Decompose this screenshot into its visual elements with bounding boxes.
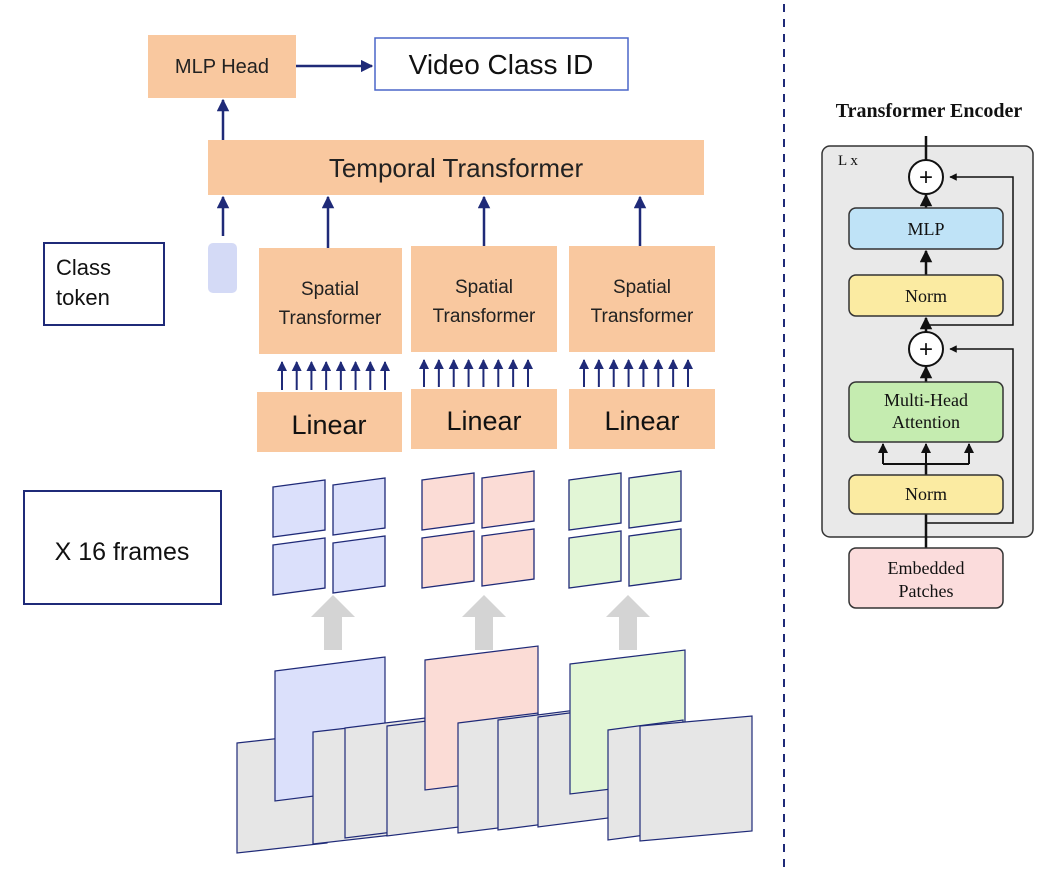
frame-gray-9 — [639, 715, 753, 842]
patch-2-1-1 — [421, 472, 475, 531]
embedded-patches-line1: Embedded — [888, 558, 965, 578]
embedded-patches-box — [848, 547, 1004, 609]
linear2-label: Linear — [446, 406, 521, 436]
encoder-norm-top-label: Norm — [905, 286, 947, 306]
encoder-title: Transformer Encoder — [836, 100, 1023, 122]
patch-1-2-1 — [272, 537, 326, 596]
patch-3-2-2 — [628, 528, 682, 587]
video-class-id-box — [374, 37, 629, 91]
spatial-transformer-3: Spatial Transformer — [569, 246, 715, 352]
patch-2-2-1 — [421, 530, 475, 589]
frames-label-box — [23, 490, 222, 605]
residual-add-bottom — [908, 331, 944, 367]
patch-1-1-2 — [332, 477, 386, 536]
mlp-head-label: MLP Head — [175, 56, 269, 78]
spatial3-line2: Transformer — [591, 306, 694, 327]
patch-3-1-1 — [568, 472, 622, 531]
spatial-transformer-1: Spatial Transformer — [259, 248, 402, 354]
encoder-norm-top-box — [848, 274, 1004, 317]
linear-3: Linear — [569, 389, 715, 449]
embedded-patches-line2: Patches — [899, 581, 954, 601]
linear3-label: Linear — [604, 406, 679, 436]
residual-add-top — [908, 159, 944, 195]
residual-1 — [926, 345, 1014, 524]
patch-1-1-1 — [272, 479, 326, 538]
spatial3-line1: Spatial — [613, 277, 671, 298]
patch-1-2-2 — [332, 535, 386, 594]
residual-add-top-label: + — [919, 164, 933, 191]
patch-2-2-2 — [481, 528, 535, 587]
linear-2: Linear — [411, 389, 557, 449]
video-class-id-label: Video Class ID — [409, 49, 594, 80]
class-token — [208, 243, 237, 293]
frames-label: X 16 frames — [55, 538, 190, 566]
class-token-label-line1: Class — [56, 255, 111, 280]
residual-add-bottom-label: + — [919, 336, 933, 363]
encoder-norm-bottom-label: Norm — [905, 484, 947, 504]
patch-grids — [272, 470, 682, 596]
encoder-mlp-box — [848, 207, 1004, 250]
video-frame-stacks — [236, 645, 753, 854]
encoder-norm-bottom-box — [848, 474, 1004, 515]
temporal-transformer-label: Temporal Transformer — [329, 153, 584, 183]
frame-up-arrow-3 — [606, 595, 650, 650]
token-arrow-groups — [277, 359, 693, 390]
spatial1-line1: Spatial — [301, 279, 359, 300]
spatial2-line1: Spatial — [455, 277, 513, 298]
patch-3-2-1 — [568, 530, 622, 589]
encoder-attention-box — [848, 381, 1004, 443]
frame-up-arrow-2 — [462, 595, 506, 650]
patch-2-1-2 — [481, 470, 535, 529]
frame-up-arrow-1 — [311, 595, 355, 650]
class-token-label-box — [43, 242, 165, 326]
spatial2-line2: Transformer — [433, 306, 536, 327]
encoder-attention-line1: Multi-Head — [884, 390, 968, 410]
encoder-attention-line2: Attention — [892, 412, 960, 432]
encoder-mlp-label: MLP — [907, 219, 944, 239]
repeat-label: L x — [838, 153, 858, 169]
patch-3-1-2 — [628, 470, 682, 529]
frame-to-patch-arrows — [311, 595, 650, 650]
temporal-transformer-box — [208, 140, 704, 195]
spatial-transformer-2: Spatial Transformer — [411, 246, 557, 352]
linear1-label: Linear — [291, 410, 366, 440]
residual-2 — [926, 173, 1014, 326]
spatial1-line2: Transformer — [279, 308, 382, 329]
class-token-label-line2: token — [56, 285, 110, 310]
linear-1: Linear — [257, 392, 402, 452]
mlp-head-box — [148, 35, 296, 98]
